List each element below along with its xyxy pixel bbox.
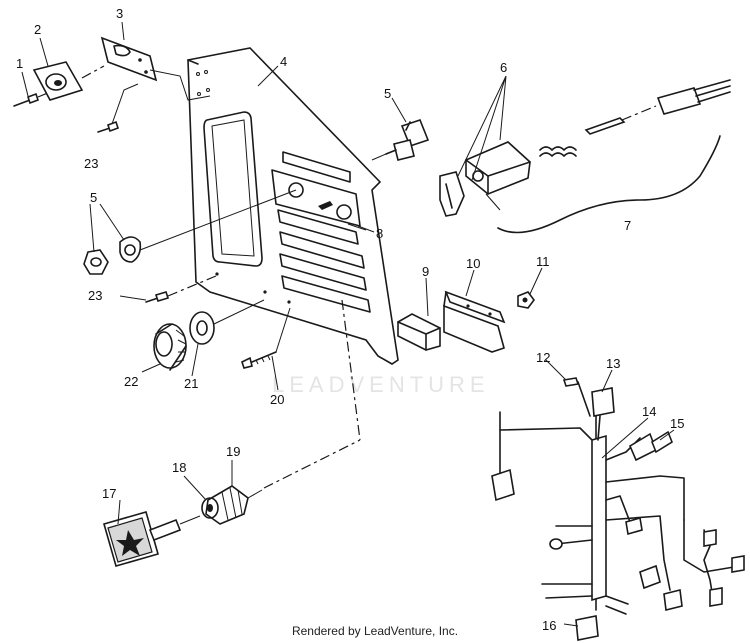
nut-part-11[interactable] xyxy=(517,291,535,309)
callout-15: 15 xyxy=(670,416,684,431)
knob-part-22[interactable] xyxy=(153,323,187,371)
callout-21: 21 xyxy=(184,376,198,391)
callout-13: 13 xyxy=(606,356,620,371)
callout-4: 4 xyxy=(280,54,287,69)
callout-18: 18 xyxy=(172,460,186,475)
screw-part-20[interactable] xyxy=(241,307,291,369)
leader-part-8 xyxy=(347,223,367,231)
callout-10: 10 xyxy=(466,256,480,271)
footer-credit: Rendered by LeadVenture, Inc. xyxy=(291,624,459,638)
callout-23-upper: 23 xyxy=(84,156,98,171)
callout-1: 1 xyxy=(16,56,23,71)
callout-22: 22 xyxy=(124,374,138,389)
callout-7: 7 xyxy=(624,218,631,233)
toggle-switch-part-5[interactable] xyxy=(371,119,430,161)
screw-part-23-upper[interactable] xyxy=(97,120,120,133)
bracket-part-10[interactable] xyxy=(443,290,506,353)
callout-11: 11 xyxy=(536,254,550,269)
wire-part-12[interactable] xyxy=(562,377,591,417)
callout-23-lower: 23 xyxy=(88,288,102,303)
callout-16: 16 xyxy=(542,618,556,633)
connector-part-15[interactable] xyxy=(651,430,673,454)
callout-5-nut: 5 xyxy=(90,190,97,205)
bezel-part-2[interactable] xyxy=(32,61,105,101)
bracket-part-3[interactable] xyxy=(100,36,211,125)
wiring-harness-part-14[interactable] xyxy=(491,409,745,641)
callout-12: 12 xyxy=(536,350,550,365)
screw-part-1[interactable] xyxy=(13,91,51,107)
connector-part-13[interactable] xyxy=(591,387,615,441)
screw-part-23-lower[interactable] xyxy=(145,275,217,303)
block-part-9[interactable] xyxy=(397,313,441,351)
nut-switch-part-5[interactable] xyxy=(83,189,297,275)
switch-assembly-part-6[interactable] xyxy=(439,79,731,234)
washer-part-21[interactable] xyxy=(189,299,265,345)
callout-14: 14 xyxy=(642,404,656,419)
callout-labels: 1 2 3 4 5 6 7 8 9 10 11 12 13 14 15 16 1… xyxy=(16,6,684,633)
panel-part-4[interactable] xyxy=(187,47,399,365)
leader-lines xyxy=(21,21,675,627)
watermark-text: LEADVENTURE xyxy=(272,372,490,397)
ignition-switch-part-18-19[interactable] xyxy=(201,299,361,525)
key-part-17[interactable] xyxy=(103,511,201,567)
callout-19: 19 xyxy=(226,444,240,459)
callout-3: 3 xyxy=(116,6,123,21)
callout-8: 8 xyxy=(376,226,383,241)
callout-17: 17 xyxy=(102,486,116,501)
callout-20: 20 xyxy=(270,392,284,407)
callout-9: 9 xyxy=(422,264,429,279)
callout-2: 2 xyxy=(34,22,41,37)
callout-5-toggle: 5 xyxy=(384,86,391,101)
callout-6: 6 xyxy=(500,60,507,75)
